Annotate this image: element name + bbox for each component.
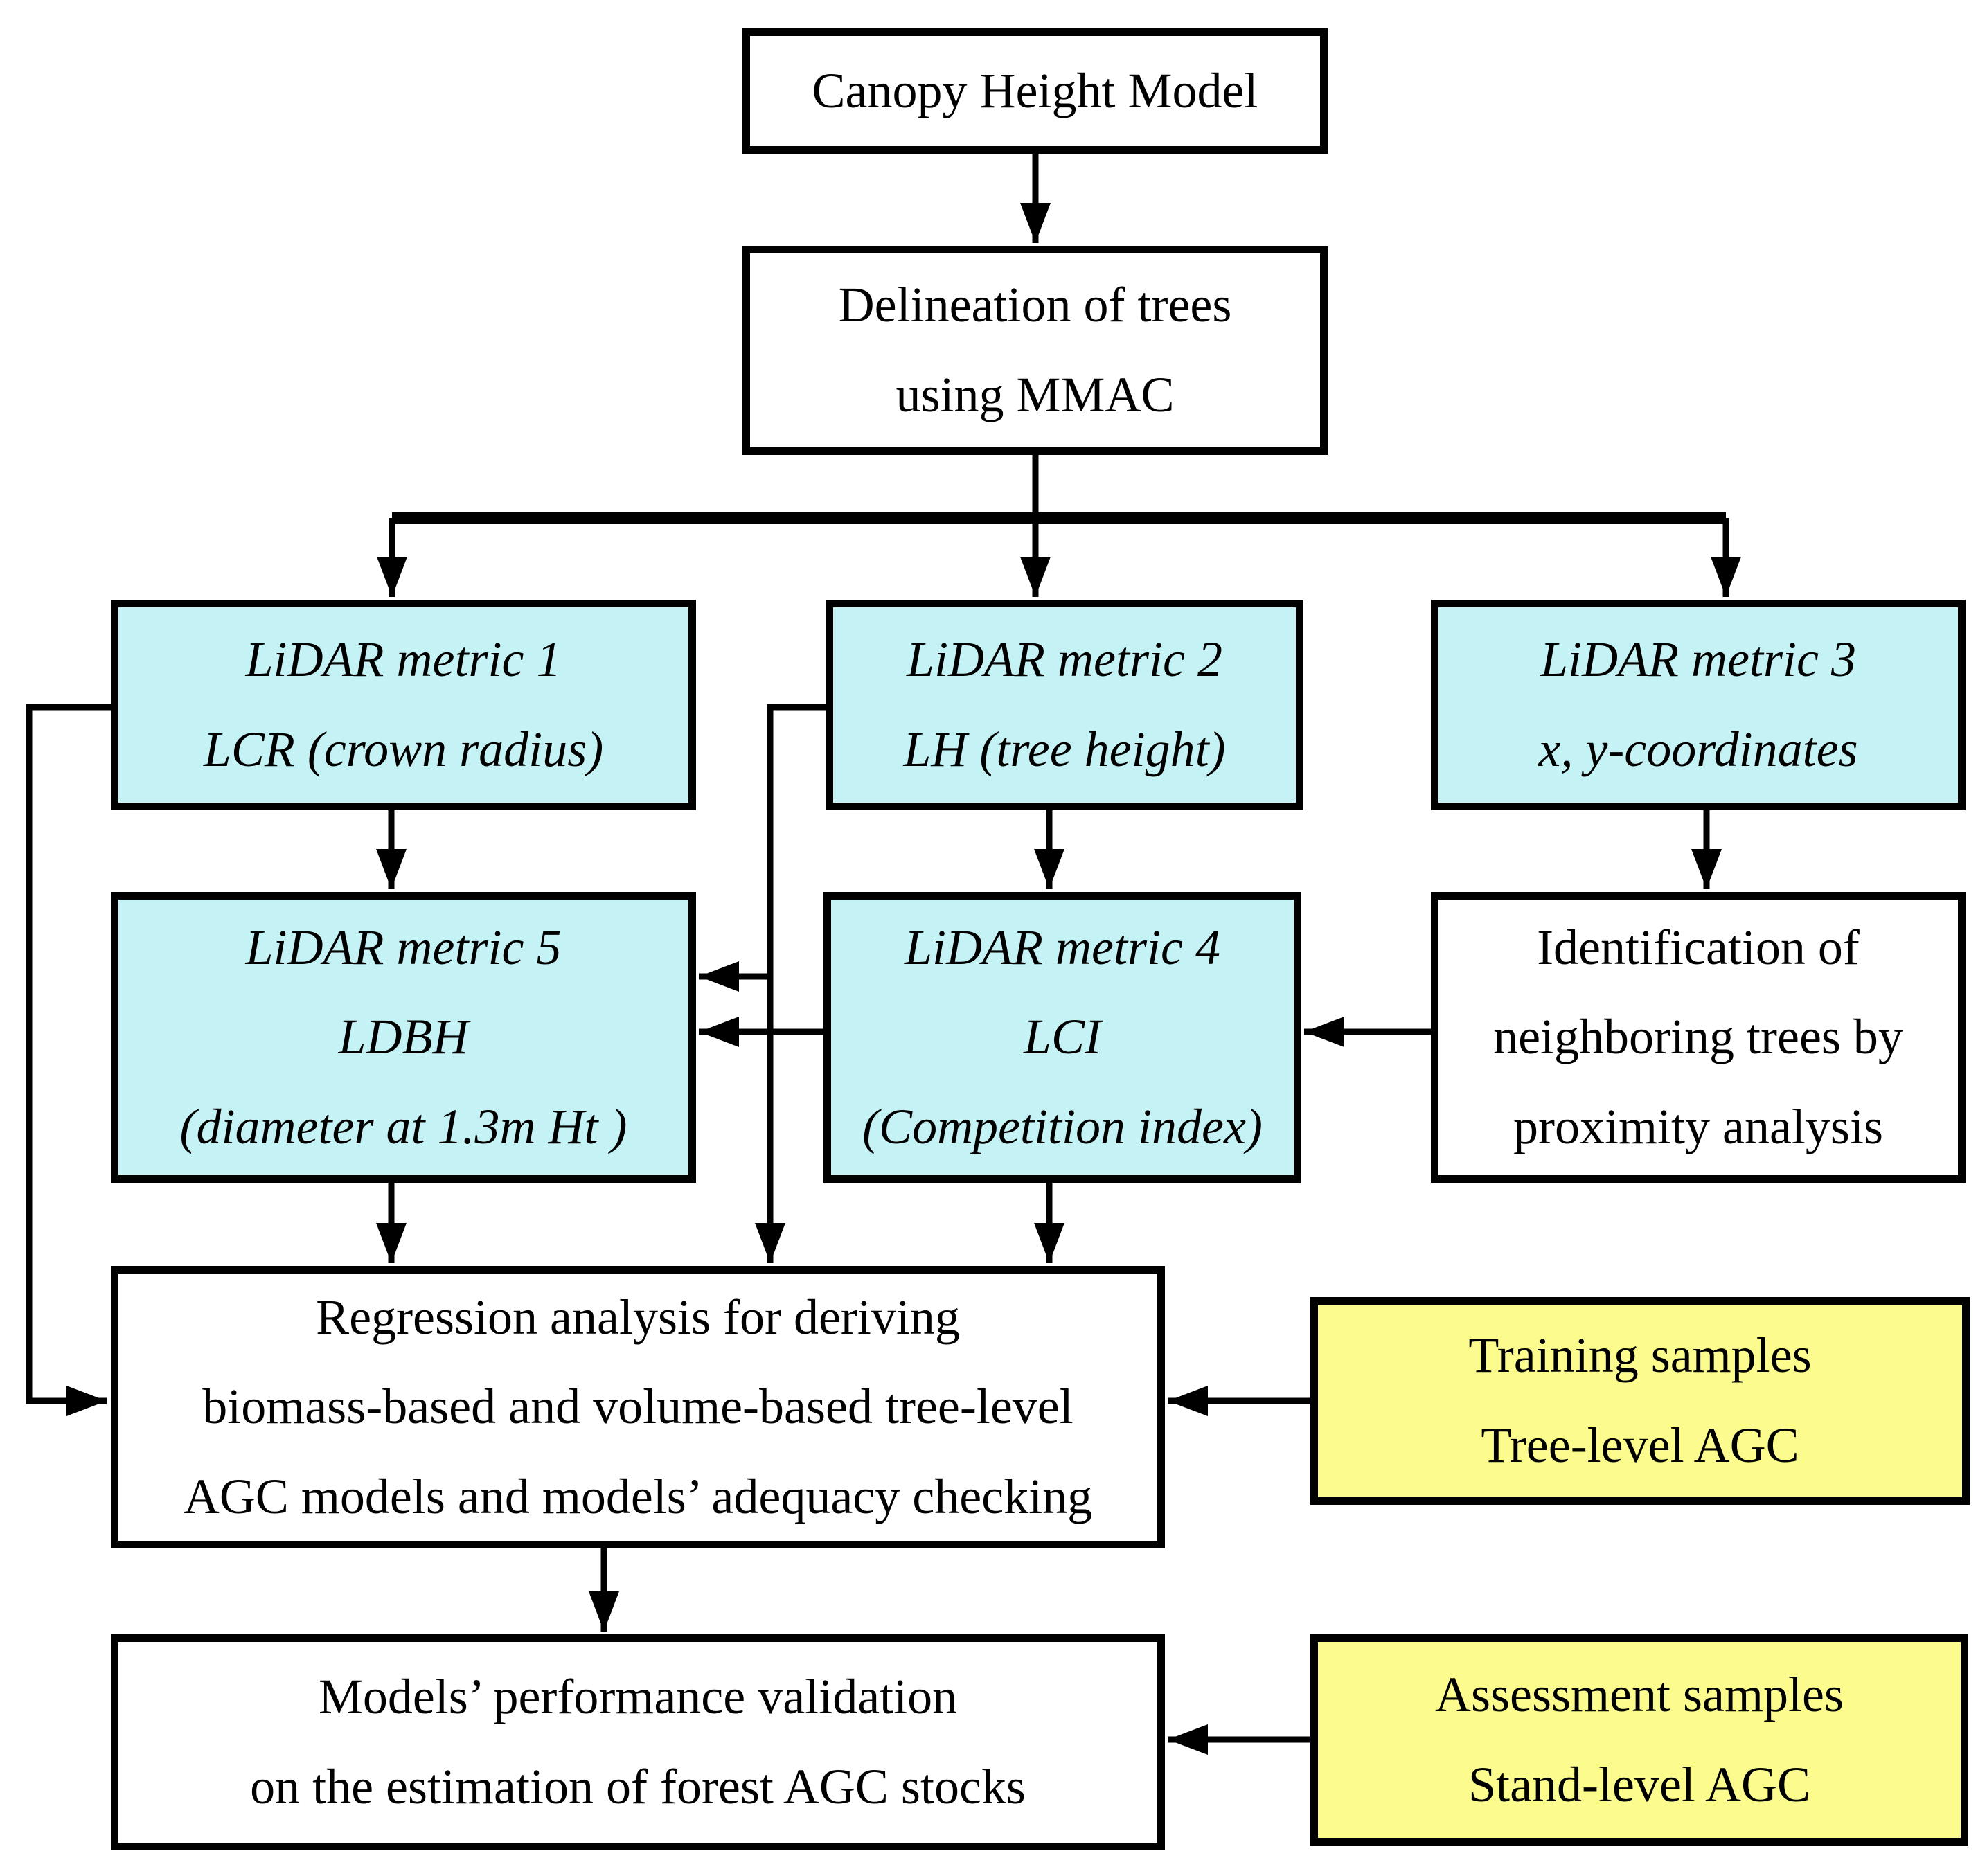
node-performance-validation: Models’ performance validation on the es… — [111, 1634, 1165, 1850]
node-line: LiDAR metric 2 — [907, 632, 1222, 688]
node-line: neighboring trees by — [1493, 1009, 1903, 1065]
node-assessment-samples: Assessment samples Stand-level AGC — [1310, 1634, 1968, 1846]
node-line: LH (tree height) — [903, 722, 1226, 777]
node-lidar-metric-1-lcr: LiDAR metric 1 LCR (crown radius) — [111, 600, 696, 810]
node-line: LDBH — [338, 1009, 469, 1065]
node-line: Canopy Height Model — [812, 62, 1258, 118]
arrow-metric1-to-regression — [26, 704, 111, 1416]
node-line: x, y-coordinates — [1538, 722, 1858, 777]
node-line: on the estimation of forest AGC stocks — [250, 1759, 1026, 1814]
node-line: Training samples — [1468, 1328, 1812, 1384]
node-line: LiDAR metric 5 — [245, 919, 562, 975]
node-line: Assessment samples — [1435, 1666, 1844, 1722]
node-canopy-height-model: Canopy Height Model — [742, 28, 1328, 154]
node-line: Regression analysis for deriving — [316, 1289, 960, 1345]
node-line: Identification of — [1537, 919, 1860, 975]
node-lidar-metric-3-xy: LiDAR metric 3 x, y-coordinates — [1431, 600, 1966, 810]
node-line: AGC models and models’ adequacy checking — [183, 1468, 1093, 1524]
node-lidar-metric-5-ldbh: LiDAR metric 5 LDBH (diameter at 1.3m Ht… — [111, 892, 696, 1183]
node-line: LiDAR metric 1 — [245, 632, 562, 688]
node-line: Tree-level AGC — [1481, 1418, 1799, 1473]
node-line: LiDAR metric 4 — [905, 919, 1220, 975]
node-line: LCI — [1023, 1009, 1102, 1065]
node-lidar-metric-2-lh: LiDAR metric 2 LH (tree height) — [826, 600, 1303, 810]
node-delineation-mmac: Delineation of trees using MMAC — [742, 246, 1328, 455]
node-training-samples: Training samples Tree-level AGC — [1310, 1297, 1970, 1505]
node-neighbor-identification: Identification of neighboring trees by p… — [1431, 892, 1966, 1183]
node-lidar-metric-4-lci: LiDAR metric 4 LCI (Competition index) — [823, 892, 1301, 1183]
node-line: Delineation of trees — [838, 277, 1232, 333]
node-regression-analysis: Regression analysis for deriving biomass… — [111, 1266, 1165, 1548]
node-line: LCR (crown radius) — [203, 722, 604, 777]
arrow-metric2-to-regression — [755, 704, 826, 1263]
node-line: Models’ performance validation — [318, 1669, 958, 1725]
node-line: using MMAC — [896, 367, 1175, 422]
node-line: Stand-level AGC — [1468, 1756, 1810, 1812]
node-line: (diameter at 1.3m Ht ) — [179, 1098, 627, 1154]
node-line: biomass-based and volume-based tree-leve… — [202, 1379, 1073, 1435]
node-line: (Competition index) — [862, 1098, 1263, 1154]
node-line: LiDAR metric 3 — [1540, 632, 1856, 688]
node-line: proximity analysis — [1513, 1098, 1883, 1154]
